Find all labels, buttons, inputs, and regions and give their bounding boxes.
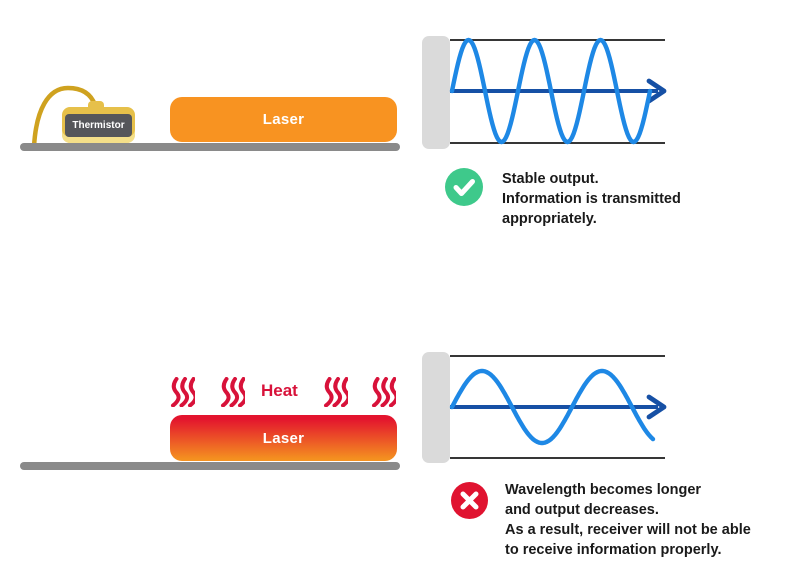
arrow-head-icon-bottom [646, 394, 667, 420]
caption-line: Stable output. [502, 171, 599, 187]
caption-line: Information is transmitted [502, 191, 681, 207]
thermistor-terminal [88, 101, 104, 109]
thermistor-device: Thermistor [62, 107, 135, 143]
emitter-block-top [422, 36, 450, 149]
stable-sine-wave [449, 37, 653, 145]
stable-caption: Stable output. Information is transmitte… [502, 169, 681, 229]
caption-line: appropriately. [502, 211, 597, 227]
laser-label-top: Laser [262, 111, 305, 128]
stable-wave-panel [422, 36, 667, 149]
check-icon [445, 168, 483, 206]
laser-label-bottom: Laser [262, 429, 305, 447]
cross-icon [451, 482, 488, 519]
heat-waves-icon [372, 377, 396, 407]
thermistor-label: Thermistor [72, 120, 125, 131]
check-circle [445, 168, 483, 206]
heat-waves-icon [171, 377, 195, 407]
caption-line: and output decreases. [505, 502, 659, 518]
heat-waves-icon [221, 377, 245, 407]
laser-block-heated: Laser [170, 415, 397, 461]
heat-label: Heat [261, 381, 298, 400]
cross-mark [460, 491, 479, 510]
thermistor-label-plate: Thermistor [65, 114, 132, 137]
ground-bar-top [20, 143, 400, 151]
degraded-sine-wave [449, 368, 656, 446]
degraded-wave-panel [422, 352, 667, 463]
caption-line: to receive information properly. [505, 542, 722, 558]
emitter-block-bottom [422, 352, 450, 463]
heat-waves-icon [324, 377, 348, 407]
laser-block-normal: Laser [170, 97, 397, 142]
caption-line: As a result, receiver will not be able [505, 522, 751, 538]
thermistor-wire [31, 85, 98, 150]
arrow-head-icon-top [646, 78, 667, 104]
wire-curve [31, 85, 98, 150]
caption-line: Wavelength becomes longer [505, 482, 702, 498]
degraded-caption: Wavelength becomes longer and output dec… [505, 480, 751, 560]
ground-bar-bottom [20, 462, 400, 470]
check-mark [453, 179, 475, 196]
